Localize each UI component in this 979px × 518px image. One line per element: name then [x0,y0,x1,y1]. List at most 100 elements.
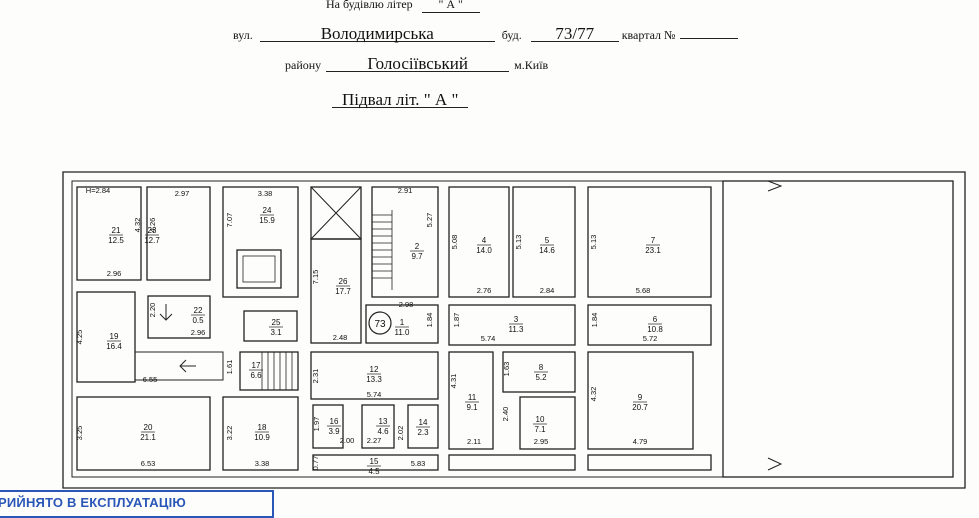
room-number: 21 [112,226,121,235]
room-number: 1 [400,318,405,327]
room-number: 25 [272,318,281,327]
dimension-label: 1.63 [502,362,511,377]
arrow-left [179,359,196,373]
room-label-11: 119.1 [465,393,479,412]
room-4-wall [448,186,510,298]
dimension-label: 5.72 [643,334,658,343]
dimension-label: 2.91 [398,186,413,195]
dimension-label: 2.27 [367,436,382,445]
room-area: 9.1 [466,403,478,412]
room-label-5: 514.6 [539,236,555,255]
room-area: 21.1 [140,433,156,442]
dimension-label: 6.53 [141,459,156,468]
room-9-wall [587,351,694,450]
room-17-wall [239,351,299,391]
dimension-label: 5.08 [450,235,459,250]
room-10-wall [519,396,576,450]
dimension-label: 2.84 [540,286,555,295]
room-11-wall [448,351,494,450]
room-number: 16 [330,417,339,426]
room-label-10: 107.1 [533,415,547,434]
room-area: 10.9 [254,433,270,442]
dimension-label: 1.87 [452,313,461,328]
room-7-wall [587,186,712,298]
floor-title-text: Підвал літ. " А " [332,91,469,108]
dimension-label: 3.25 [75,426,84,441]
break-mark-top [767,180,783,192]
room-5-wall [512,186,576,298]
street-label: вул. [233,28,253,42]
room-number: 15 [370,457,379,466]
room-2-wall [371,186,439,298]
street-value: Володимирська [259,25,495,42]
right-block [722,180,954,478]
dimension-label: 5.74 [481,334,496,343]
break-mark-bottom [767,457,783,471]
room-area: 5.2 [535,373,547,382]
dimension-label: 2.98 [399,300,414,309]
dimension-label: 2.00 [340,436,355,445]
dimension-label: 1.97 [312,417,321,432]
room-area: 9.7 [411,252,423,261]
room-label-8: 85.2 [534,363,548,382]
room-number: 5 [545,236,550,245]
room-number: 17 [252,361,261,370]
room-24-wall [222,186,299,298]
room-number: 20 [144,423,153,432]
dimension-label: 2.97 [175,189,190,198]
building-number: 73 [374,319,386,330]
dimension-label: 1.84 [590,313,599,328]
dimension-label: 6.55 [143,375,158,384]
room-label-14: 142.3 [416,418,430,437]
building-label: буд. [501,28,522,42]
room-26-wall [310,238,362,344]
dimension-label: 1.61 [225,360,234,375]
room-19-wall [76,291,136,383]
room-label-25: 253.1 [269,318,283,337]
room-6-wall [587,304,712,346]
elevator-shaft [236,249,282,289]
room-area: 17.7 [335,287,351,296]
arrow-down [159,304,173,321]
room-8-wall [502,351,576,393]
room-label-4: 414.0 [476,236,492,255]
dimension-label: 4.31 [449,374,458,389]
bottom-strip-2 [587,454,712,471]
room-area: 14.0 [476,246,492,255]
dimension-label: 2.76 [477,286,492,295]
dimension-label: 2.95 [534,437,549,446]
dimension-label: 4.32 [589,387,598,402]
room-1-wall [365,304,439,344]
room-21-wall [76,186,142,281]
room-label-6: 610.8 [647,315,663,334]
room-number: 10 [536,415,545,424]
stairs-17 [261,352,293,390]
room-label-22: 220.5 [191,306,205,325]
dimension-label: 5.27 [425,213,434,228]
room-23-wall [146,186,211,281]
room-area: 13.3 [366,375,382,384]
room-label-1: 111.0 [395,318,411,337]
room-number: 6 [653,315,658,324]
dimension-label: 4.25 [75,330,84,345]
dimension-label: 4.32 [133,218,142,233]
room-number: 8 [539,363,544,372]
dimension-label: 0.77 [311,456,320,471]
dimension-label: H=2.84 [86,186,110,195]
letter-label: На будівлю літер [326,0,413,11]
room-area: 6.6 [250,371,262,380]
room-number: 7 [651,236,656,245]
elevator-inner [242,255,276,283]
room-area: 0.5 [192,316,204,325]
room-label-13: 134.6 [376,417,390,436]
dimension-label: 4.79 [633,437,648,446]
room-number: 18 [258,423,267,432]
header-line-address: вул. Володимирська буд. 73/77 квартал № [233,25,739,43]
room-area: 20.7 [632,403,648,412]
room-20-wall [76,396,211,471]
room-area: 2.3 [417,428,429,437]
